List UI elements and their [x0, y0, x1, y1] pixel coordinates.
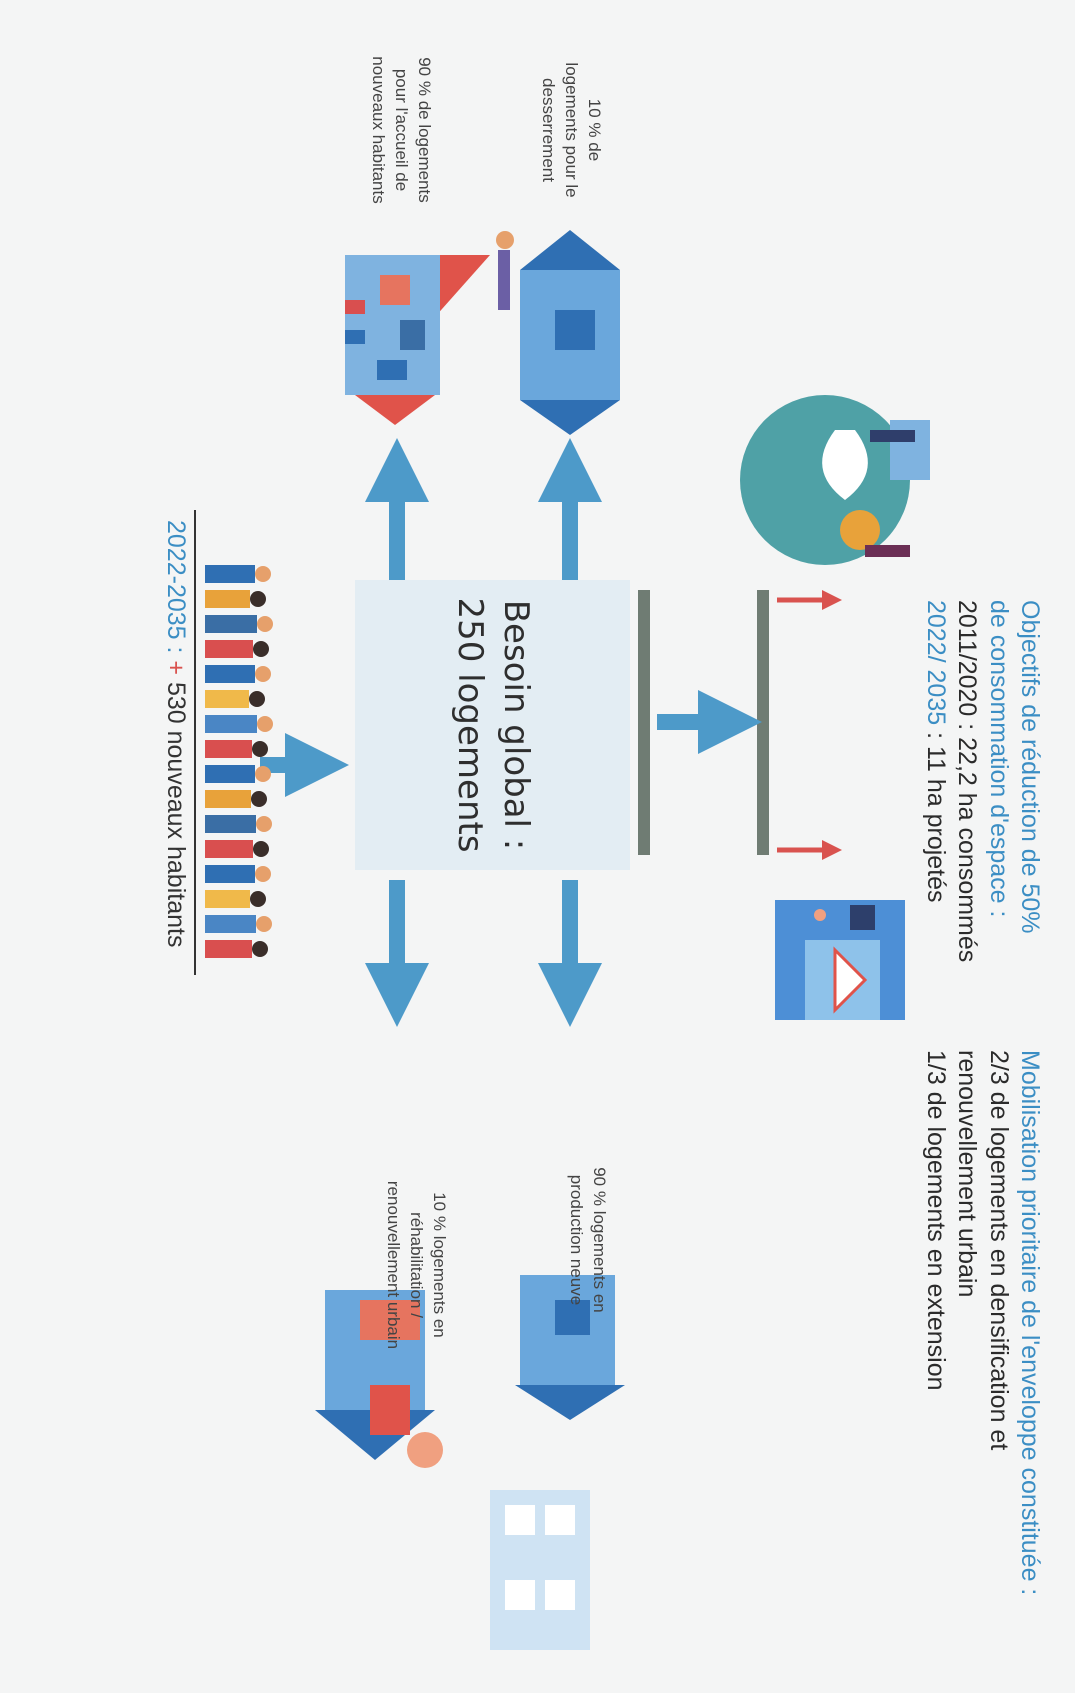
bar-upper	[638, 590, 650, 855]
reduction-title1: Objectifs de réduction de 50%	[1016, 600, 1044, 934]
production-neuve-caption: 90 % logements en production neuve	[530, 1140, 610, 1340]
rehabilitation-line3: renouvellement urbain	[384, 1180, 404, 1350]
reduction-line2-rest: : 11 ha projetés	[922, 725, 951, 903]
accueil-line2: pour l'accueil de	[392, 68, 412, 192]
global-need-box: Besoin global : 250 logements	[355, 580, 630, 870]
header-period: 2022-2035 :	[162, 520, 190, 654]
desserrement-line2: logements pour le	[562, 62, 582, 198]
mobilisation-title: Mobilisation prioritaire de l'enveloppe …	[1016, 1050, 1044, 1596]
header-count: 530 nouveaux habitants	[162, 681, 190, 948]
reduction-objective-block: Objectifs de réduction de 50% de consomm…	[885, 600, 1045, 1120]
mobilisation-line1: 2/3 de logements en densification et	[984, 1050, 1013, 1451]
reduction-line1: 2011/2020 : 22,2 ha consommés	[953, 600, 982, 963]
reduction-line2: 2022/ 2035 : 11 ha projetés	[920, 600, 951, 1120]
mobilisation-block: Mobilisation prioritaire de l'enveloppe …	[885, 1050, 1045, 1670]
rehabilitation-line2: réhabilitation /	[407, 1212, 427, 1318]
accueil-line1: 90 % de logements	[415, 57, 434, 203]
production-neuve-line1: 90 % logements en	[590, 1167, 609, 1313]
header-plus: +	[162, 660, 190, 676]
header-text: 2022-2035 : + 530 nouveaux habitants	[150, 520, 190, 980]
desserrement-line3: desserrement	[539, 78, 559, 182]
accueil-caption: 90 % de logements pour l'accueil de nouv…	[345, 15, 435, 245]
reduction-line2-period: 2022/ 2035	[922, 600, 951, 726]
rehabilitation-caption: 10 % logements en réhabilitation / renou…	[350, 1140, 450, 1390]
rehabilitation-line1: 10 % logements en	[430, 1192, 449, 1338]
production-neuve-line2: production neuve	[567, 1174, 587, 1306]
mobilisation-line3: 1/3 de logements en extension	[922, 1050, 951, 1391]
desserrement-caption: 10 % de logements pour le desserrement	[515, 55, 605, 205]
desserrement-line1: 10 % de	[585, 98, 604, 162]
accueil-line3: nouveaux habitants	[369, 56, 389, 204]
reduction-title2: de consommation d'espace :	[984, 600, 1013, 918]
global-need-line2: 250 logements	[450, 597, 491, 853]
global-need-line1: Besoin global :	[496, 599, 537, 851]
bar-lower	[757, 590, 769, 855]
mobilisation-line2: renouvellement urbain	[953, 1050, 982, 1298]
